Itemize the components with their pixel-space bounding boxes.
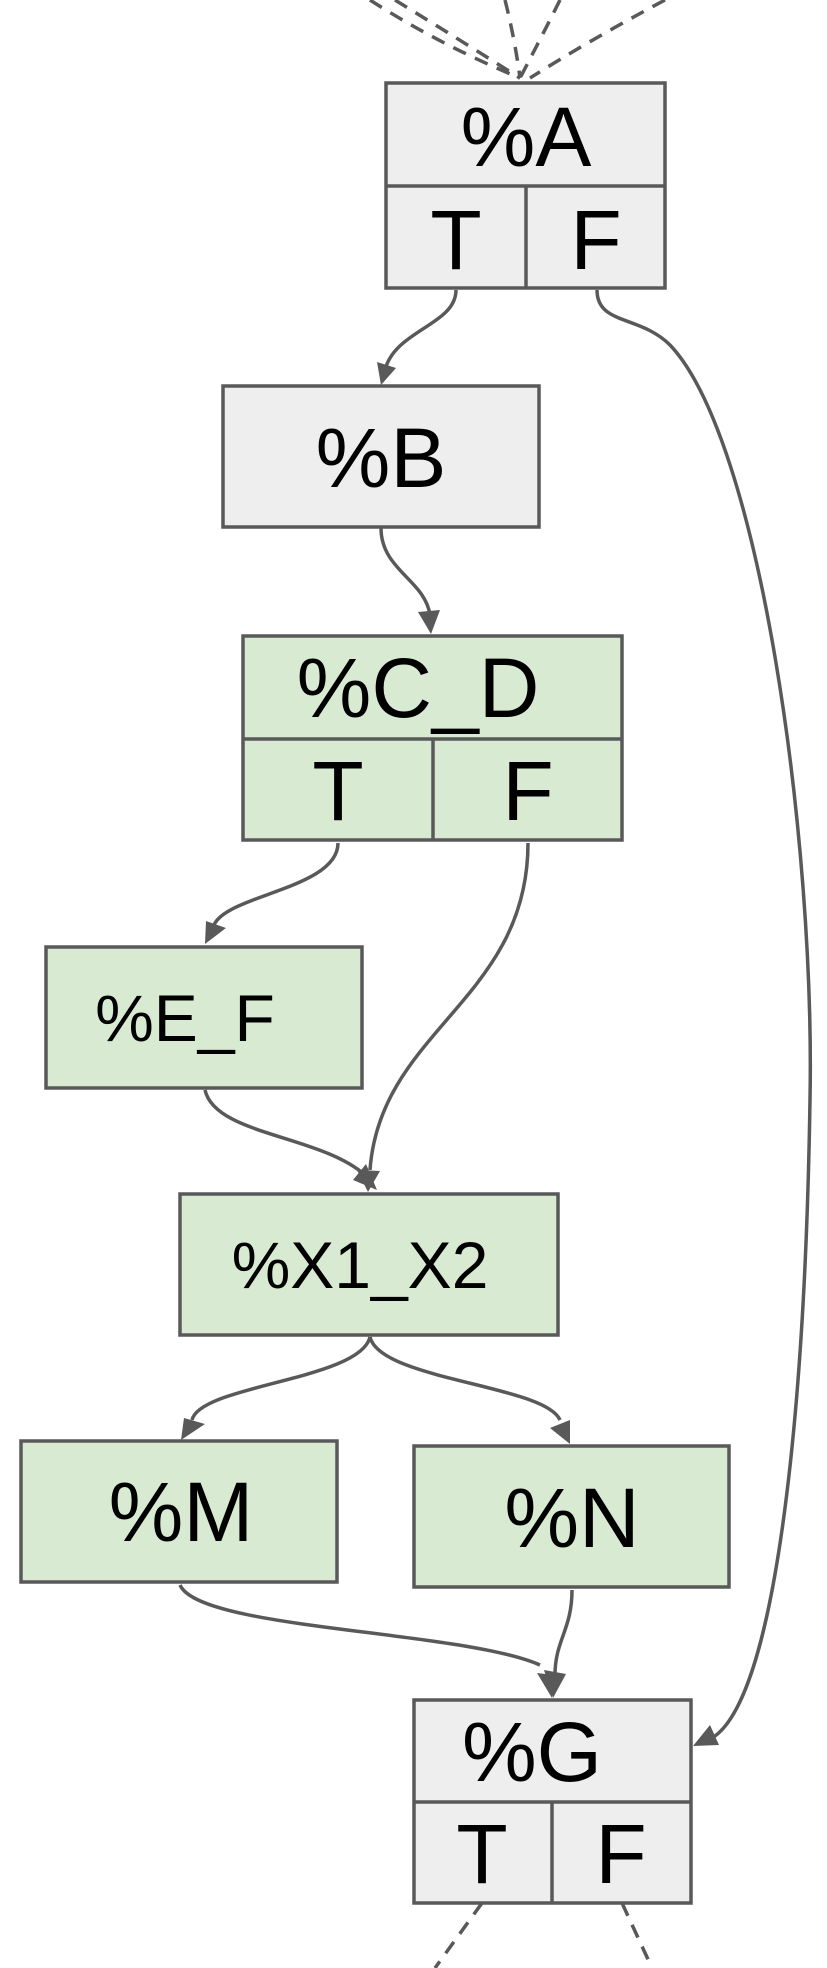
arrow-x1x2-to-n: [550, 1420, 570, 1444]
edge-outgoing-true: [433, 1901, 484, 1968]
edge-a-false-to-g: [595, 289, 813, 1740]
incoming-edges: [369, 0, 666, 80]
arrow-b-to-cd: [418, 610, 440, 634]
arrow-n-to-g: [544, 1670, 566, 1698]
edge-a-true-to-b: [383, 289, 458, 371]
node-x1-x2-fill: [178, 1192, 560, 1337]
node-b-label: %B: [316, 411, 447, 505]
node-e-f-label: %E_F: [95, 981, 275, 1055]
edge-ef-to-x1x2: [203, 1089, 367, 1177]
node-c-d[interactable]: %C_D T F: [241, 634, 624, 842]
node-n[interactable]: %N: [412, 1444, 731, 1589]
arrow-x1x2-to-m: [181, 1418, 205, 1440]
node-c-d-true-port[interactable]: T: [312, 744, 363, 838]
node-b-fill: [221, 384, 541, 529]
edge-incoming-2: [394, 0, 521, 80]
edge-x1x2-to-m: [190, 1336, 372, 1421]
node-a-false-port[interactable]: F: [570, 193, 621, 287]
edge-cd-false-to-x1x2: [368, 842, 530, 1171]
edge-incoming-1: [369, 0, 521, 80]
node-m-fill: [19, 1439, 339, 1584]
arrow-a-to-b: [377, 362, 396, 385]
arrow-cd-to-ef: [205, 921, 226, 944]
edge-cd-true-to-ef: [211, 842, 340, 929]
node-a[interactable]: %A T F: [384, 81, 667, 290]
node-g-label: %G: [462, 1705, 602, 1799]
node-a-label: %A: [461, 90, 592, 184]
node-b[interactable]: %B: [221, 384, 541, 529]
node-g[interactable]: %G T F: [412, 1698, 693, 1905]
edge-b-to-cd: [379, 527, 432, 616]
node-c-d-false-port[interactable]: F: [502, 744, 553, 838]
node-x1-x2[interactable]: %X1_X2: [178, 1192, 560, 1337]
edge-x1x2-to-n: [368, 1336, 562, 1421]
edges: [178, 289, 813, 1746]
edge-incoming-4: [518, 0, 562, 79]
arrow-ef-to-x1x2: [353, 1164, 377, 1190]
node-e-f-fill: [44, 945, 364, 1090]
edge-m-to-g: [178, 1584, 541, 1667]
node-m-label: %M: [109, 1465, 254, 1559]
arrow-a-to-g: [693, 1725, 719, 1746]
node-a-true-port[interactable]: T: [430, 193, 481, 287]
node-n-label: %N: [504, 1471, 639, 1565]
edge-incoming-5: [529, 0, 666, 80]
node-x1-x2-label: %X1_X2: [232, 1228, 489, 1302]
node-m[interactable]: %M: [19, 1439, 339, 1584]
node-g-true-port[interactable]: T: [456, 1807, 507, 1901]
node-g-false-port[interactable]: F: [595, 1807, 646, 1901]
edge-outgoing-false: [620, 1902, 654, 1968]
edge-n-to-g: [553, 1589, 574, 1676]
node-e-f[interactable]: %E_F: [44, 945, 364, 1090]
edge-incoming-3: [503, 0, 522, 79]
node-c-d-label: %C_D: [297, 641, 540, 735]
outgoing-edges: [433, 1901, 654, 1968]
node-n-fill: [412, 1444, 731, 1589]
